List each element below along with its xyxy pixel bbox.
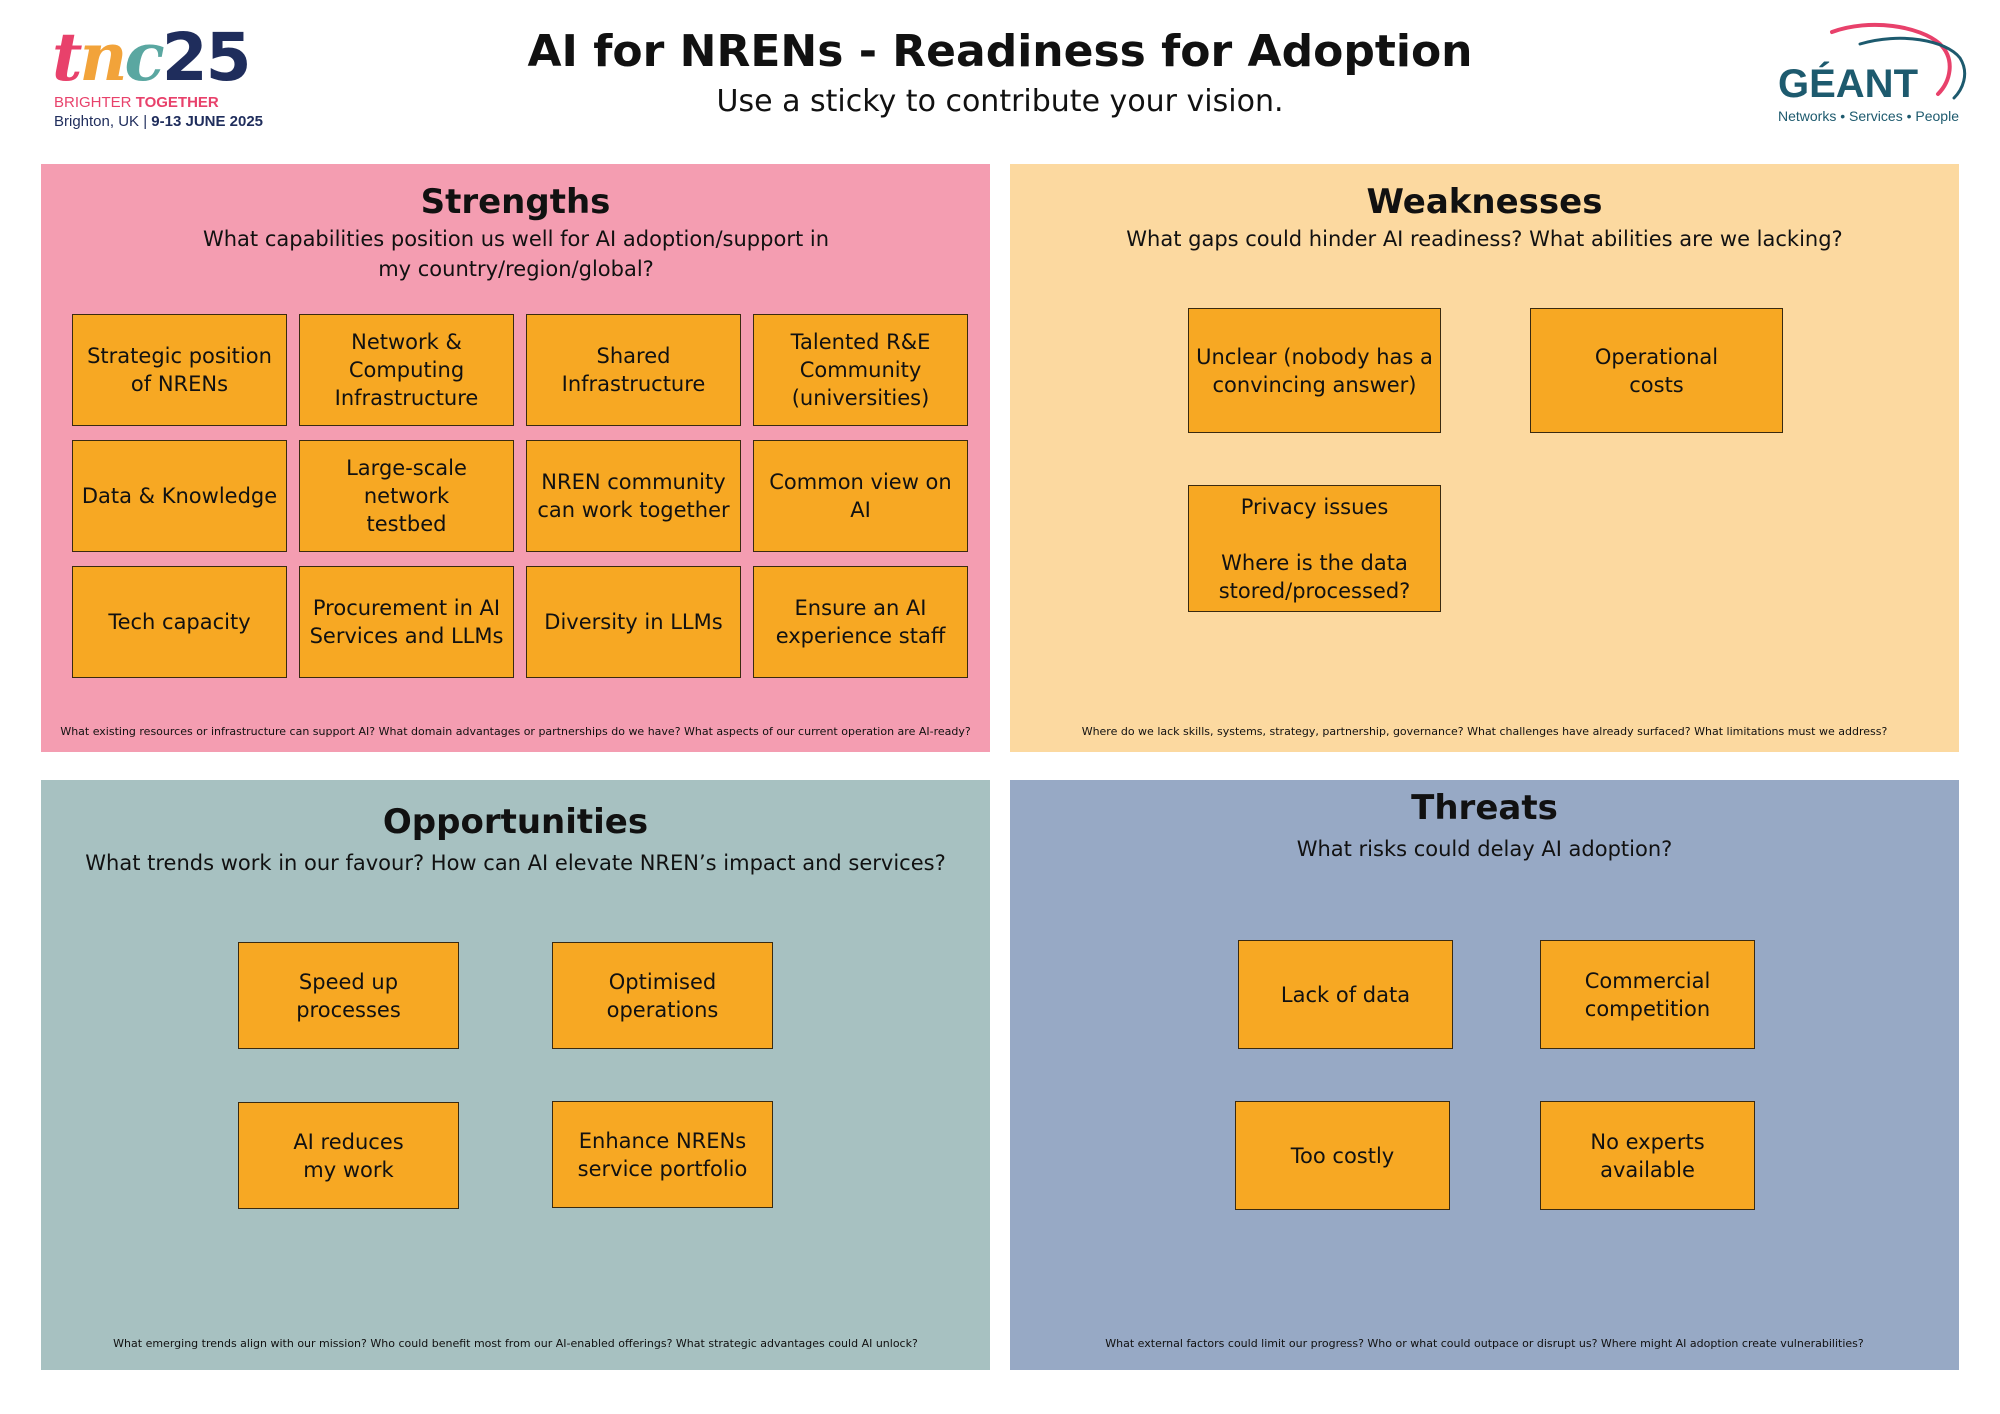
opportunities-question: What trends work in our favour? How can … xyxy=(85,851,946,875)
strengths-footer: What existing resources or infrastructur… xyxy=(60,725,971,738)
strengths-sticky[interactable]: Network & Computing Infrastructure xyxy=(299,314,514,426)
tnc25-location: Brighton, UK | 9-13 JUNE 2025 xyxy=(54,113,264,130)
opportunities-sticky[interactable]: Optimised operations xyxy=(552,942,773,1049)
weaknesses-quadrant: Weaknesses What gaps could hinder AI rea… xyxy=(1010,164,1959,752)
strengths-sticky[interactable]: Large-scale network testbed xyxy=(299,440,514,552)
weaknesses-sticky[interactable]: Operational costs xyxy=(1530,308,1783,433)
tnc25-logo: tnc25 BRIGHTER TOGETHER Brighton, UK | 9… xyxy=(52,24,292,134)
strengths-question: What capabilities position us well for A… xyxy=(202,227,830,281)
geant-logo: GÉANT Networks • Services • People xyxy=(1770,22,1970,132)
threats-quadrant: Threats What risks could delay AI adopti… xyxy=(1010,780,1959,1370)
strengths-quadrant: Strengths What capabilities position us … xyxy=(41,164,990,752)
geant-swoosh-icon xyxy=(1830,22,1967,100)
strengths-sticky[interactable]: Tech capacity xyxy=(72,566,287,678)
weaknesses-title: Weaknesses xyxy=(1366,182,1603,222)
weaknesses-sticky[interactable]: Unclear (nobody has a convincing answer) xyxy=(1188,308,1441,433)
threats-sticky[interactable]: Lack of data xyxy=(1238,940,1453,1049)
threats-sticky[interactable]: Too costly xyxy=(1235,1101,1450,1210)
strengths-sticky[interactable]: Common view on AI xyxy=(753,440,968,552)
strengths-sticky[interactable]: Shared Infrastructure xyxy=(526,314,741,426)
threats-sticky[interactable]: No experts available xyxy=(1540,1101,1755,1210)
page-title: AI for NRENs - Readiness for Adoption xyxy=(527,26,1473,77)
page-subtitle: Use a sticky to contribute your vision. xyxy=(716,84,1284,119)
weaknesses-sticky[interactable]: Privacy issues Where is the data stored/… xyxy=(1188,485,1441,612)
strengths-sticky[interactable]: NREN community can work together xyxy=(526,440,741,552)
opportunities-sticky[interactable]: Enhance NRENs service portfolio xyxy=(552,1101,773,1208)
threats-sticky[interactable]: Commercial competition xyxy=(1540,940,1755,1049)
weaknesses-footer: Where do we lack skills, systems, strate… xyxy=(1081,725,1888,738)
threats-question: What risks could delay AI adoption? xyxy=(1296,837,1673,861)
strengths-sticky[interactable]: Data & Knowledge xyxy=(72,440,287,552)
strengths-title: Strengths xyxy=(420,182,611,222)
tnc25-tagline: BRIGHTER TOGETHER xyxy=(54,94,219,111)
weaknesses-question: What gaps could hinder AI readiness? Wha… xyxy=(1126,227,1843,251)
geant-tagline: Networks • Services • People xyxy=(1778,108,1959,124)
tnc25-wordmark: tnc25 xyxy=(52,18,252,96)
strengths-sticky[interactable]: Ensure an AI experience staff xyxy=(753,566,968,678)
strengths-sticky[interactable]: Procurement in AI Services and LLMs xyxy=(299,566,514,678)
opportunities-title: Opportunities xyxy=(382,802,649,842)
strengths-sticky[interactable]: Talented R&E Community (universities) xyxy=(753,314,968,426)
geant-wordmark: GÉANT xyxy=(1778,62,1918,106)
threats-footer: What external factors could limit our pr… xyxy=(1105,1337,1864,1350)
opportunities-quadrant: Opportunities What trends work in our fa… xyxy=(41,780,990,1370)
opportunities-sticky[interactable]: AI reduces my work xyxy=(238,1102,459,1209)
threats-title: Threats xyxy=(1411,788,1558,828)
opportunities-sticky[interactable]: Speed up processes xyxy=(238,942,459,1049)
strengths-sticky[interactable]: Strategic position of NRENs xyxy=(72,314,287,426)
strengths-sticky[interactable]: Diversity in LLMs xyxy=(526,566,741,678)
opportunities-footer: What emerging trends align with our miss… xyxy=(113,1337,918,1350)
